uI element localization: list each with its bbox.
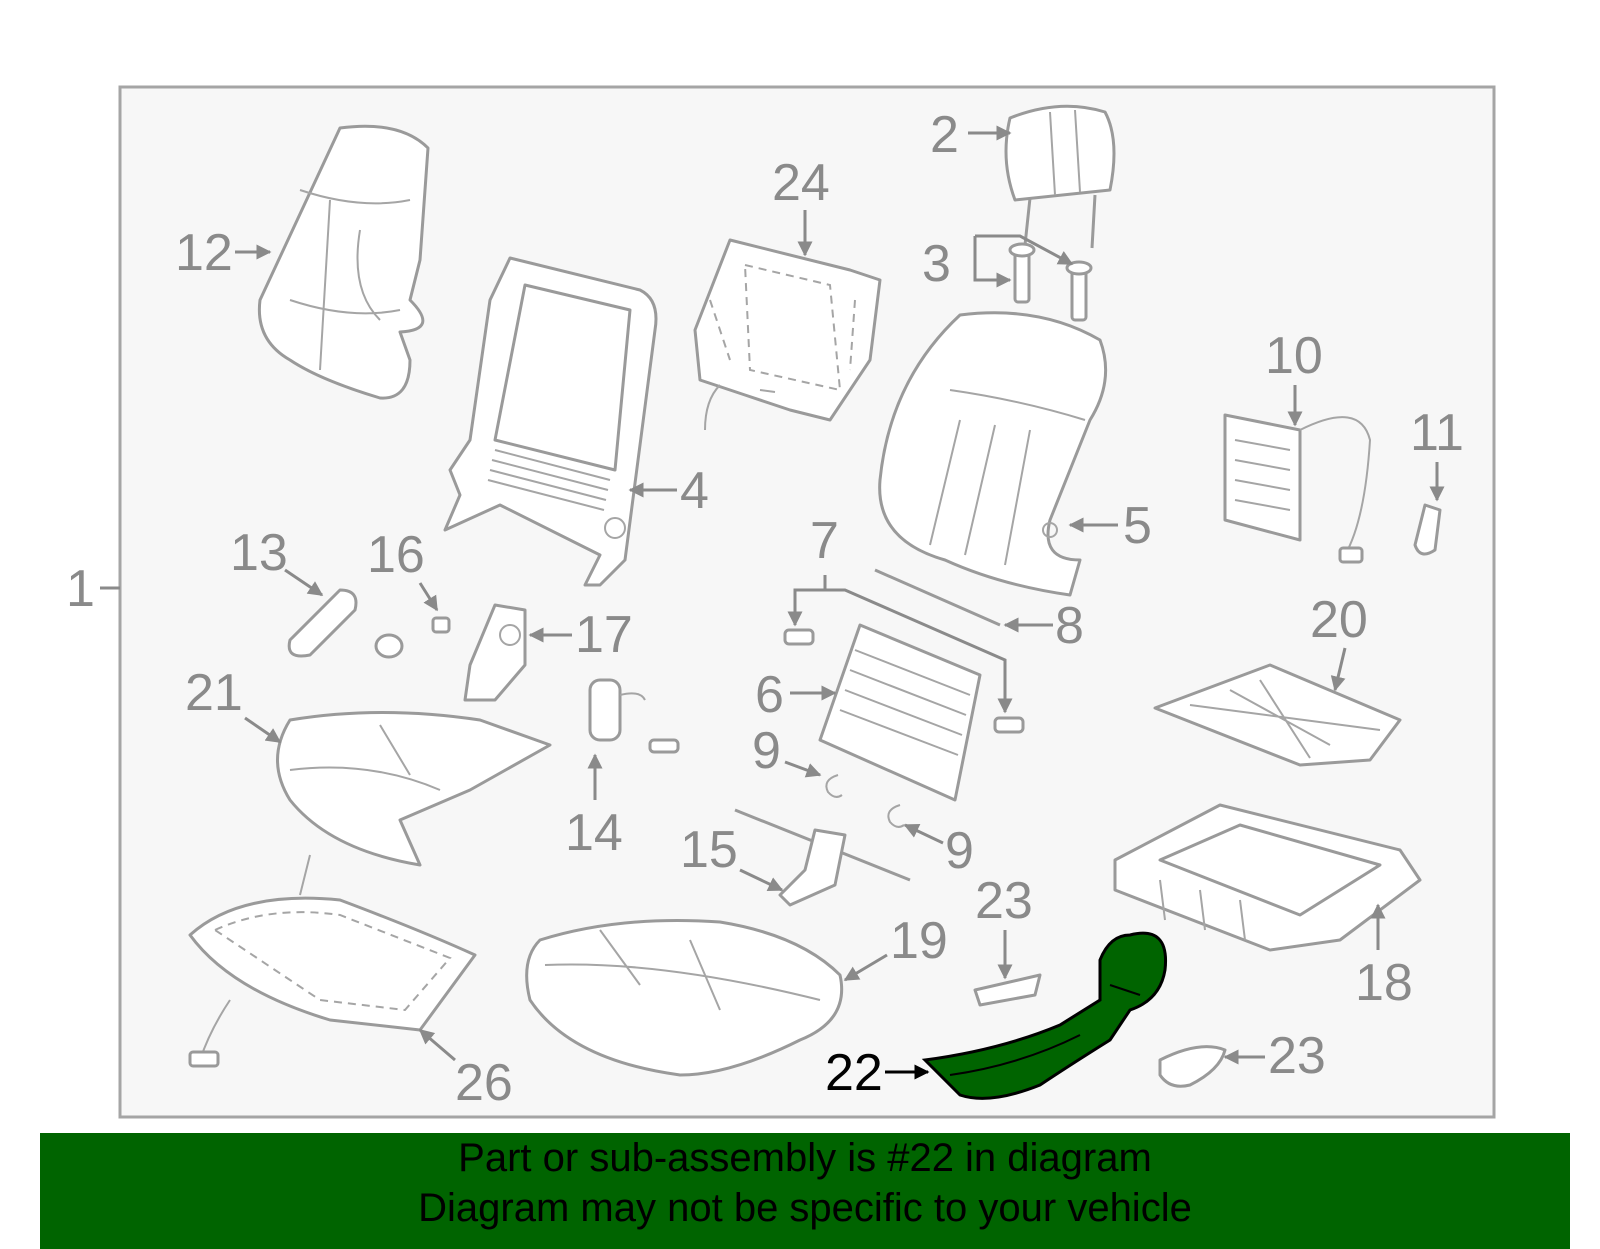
callout-12[interactable]: 12 (175, 224, 233, 282)
callout-8[interactable]: 8 (1055, 597, 1084, 655)
side-cover-part-22[interactable] (921, 931, 1168, 1100)
callout-19[interactable]: 19 (890, 912, 948, 970)
info-banner: Part or sub-assembly is #22 in diagram D… (40, 1133, 1570, 1249)
callout-5[interactable]: 5 (1123, 497, 1152, 555)
spring-part-7[interactable] (783, 628, 815, 646)
trim-part-24[interactable] (973, 973, 1042, 1007)
callout-17[interactable]: 17 (575, 606, 633, 664)
rod-part-8[interactable] (874, 568, 1001, 627)
callout-22[interactable]: 22 (825, 1044, 883, 1102)
seat-cushion-heater-part[interactable] (188, 896, 477, 1032)
callout-4[interactable]: 4 (680, 462, 709, 520)
recliner-part[interactable] (463, 603, 527, 702)
cover-part-23[interactable] (1158, 1045, 1227, 1088)
banner-line-2: Diagram may not be specific to your vehi… (418, 1186, 1192, 1230)
callout-1[interactable]: 1 (66, 560, 95, 618)
callout-9b[interactable]: 9 (945, 822, 974, 880)
callout-10[interactable]: 10 (1265, 327, 1323, 385)
banner-line-1: Part or sub-assembly is #22 in diagram (458, 1136, 1152, 1180)
callout-26[interactable]: 26 (455, 1054, 513, 1112)
callout-21[interactable]: 21 (185, 664, 243, 722)
callout-24[interactable]: 23 (975, 872, 1033, 930)
bushing-part-16[interactable] (374, 633, 404, 659)
callout-9a[interactable]: 9 (752, 722, 781, 780)
callout-3[interactable]: 3 (922, 235, 951, 293)
seat-back-cover-part[interactable] (257, 124, 430, 400)
headrest-guide-part[interactable] (1013, 248, 1031, 304)
callout-23[interactable]: 23 (1268, 1027, 1326, 1085)
clip-part-9a[interactable] (825, 774, 843, 798)
clip-part-11[interactable] (1413, 503, 1442, 556)
seat-cushion-cover-part[interactable] (276, 711, 552, 867)
seat-back-pad-part[interactable] (878, 311, 1108, 597)
callout-13[interactable]: 13 (230, 524, 288, 582)
callout-18[interactable]: 18 (1355, 954, 1413, 1012)
callout-11[interactable]: 11 (1410, 404, 1464, 462)
callout-25[interactable]: 24 (772, 154, 830, 212)
lumbar-support-part[interactable] (1223, 413, 1302, 542)
cover-part-13[interactable] (287, 588, 358, 658)
callout-16[interactable]: 16 (367, 526, 425, 584)
callout-7[interactable]: 7 (810, 512, 839, 570)
clip-part-9b[interactable] (887, 804, 905, 828)
seat-cushion-pad-part[interactable] (525, 918, 844, 1077)
headrest-part[interactable] (1004, 104, 1116, 202)
seat-back-heater-part[interactable] (693, 238, 882, 422)
motor-part[interactable] (588, 678, 622, 742)
callout-6[interactable]: 6 (755, 666, 784, 724)
seat-spring-frame-part[interactable] (818, 623, 982, 802)
callout-2[interactable]: 2 (930, 106, 959, 164)
callout-20[interactable]: 20 (1310, 591, 1368, 649)
callout-14[interactable]: 14 (565, 804, 623, 862)
callout-15[interactable]: 15 (680, 821, 738, 879)
